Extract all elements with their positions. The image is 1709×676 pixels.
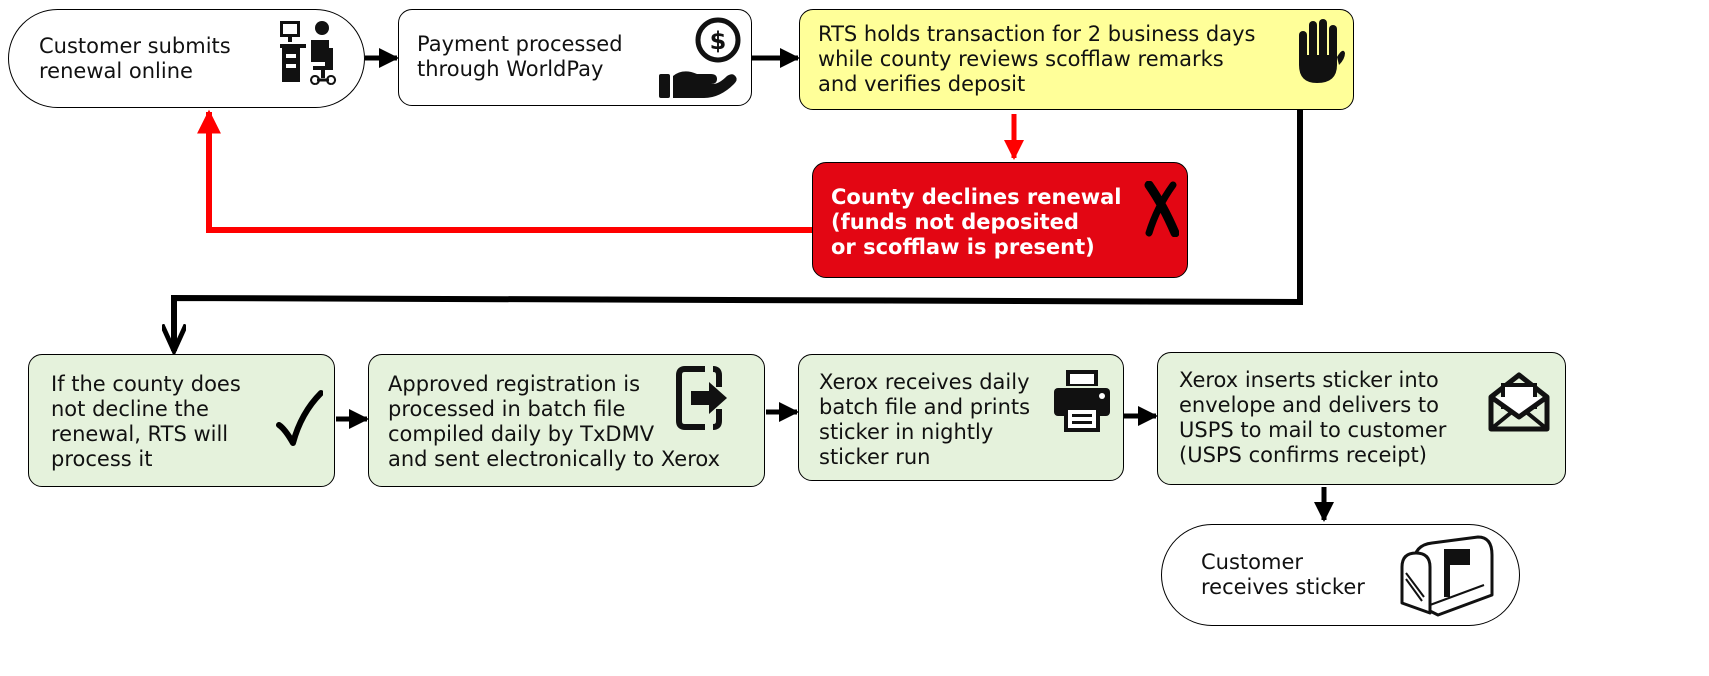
node-print: Xerox receives daily batch file and prin… [798, 354, 1124, 481]
arrow-hold-to-process [174, 110, 1303, 351]
node-payment-text: Payment processed through WorldPay [417, 32, 623, 81]
stop-hand-icon [1293, 17, 1345, 91]
node-process-text: If the county does not decline the renew… [51, 372, 241, 471]
node-process: If the county does not decline the renew… [28, 354, 335, 487]
svg-text:$: $ [710, 27, 727, 55]
node-mail: Xerox inserts sticker into envelope and … [1157, 352, 1566, 485]
node-decline: County declines renewal (funds not depos… [812, 162, 1188, 278]
check-mark-icon [275, 389, 324, 455]
node-receive-text: Customer receives sticker [1201, 550, 1365, 599]
node-print-text: Xerox receives daily batch file and prin… [819, 370, 1031, 469]
node-hold: RTS holds transaction for 2 business day… [799, 9, 1354, 110]
mailbox-icon [1394, 533, 1498, 625]
node-decline-text: County declines renewal (funds not depos… [831, 185, 1122, 259]
node-payment: Payment processed through WorldPay $ [398, 9, 752, 106]
printer-icon [1052, 368, 1112, 440]
node-hold-text: RTS holds transaction for 2 business day… [818, 22, 1256, 96]
node-receive: Customer receives sticker [1161, 524, 1520, 626]
node-submit: Customer submits renewal online [8, 9, 365, 108]
node-mail-text: Xerox inserts sticker into envelope and … [1179, 368, 1447, 467]
node-batch-text: Approved registration is processed in ba… [388, 372, 720, 471]
hand-holding-dollar-icon: $ [655, 14, 745, 108]
node-batch: Approved registration is processed in ba… [368, 354, 765, 487]
export-file-icon [675, 365, 733, 437]
customer-at-computer-icon [277, 18, 339, 94]
arrow-decline-to-submit [197, 109, 812, 233]
x-mark-icon [1143, 180, 1180, 243]
envelope-icon [1487, 371, 1551, 439]
node-submit-text: Customer submits renewal online [39, 34, 231, 83]
